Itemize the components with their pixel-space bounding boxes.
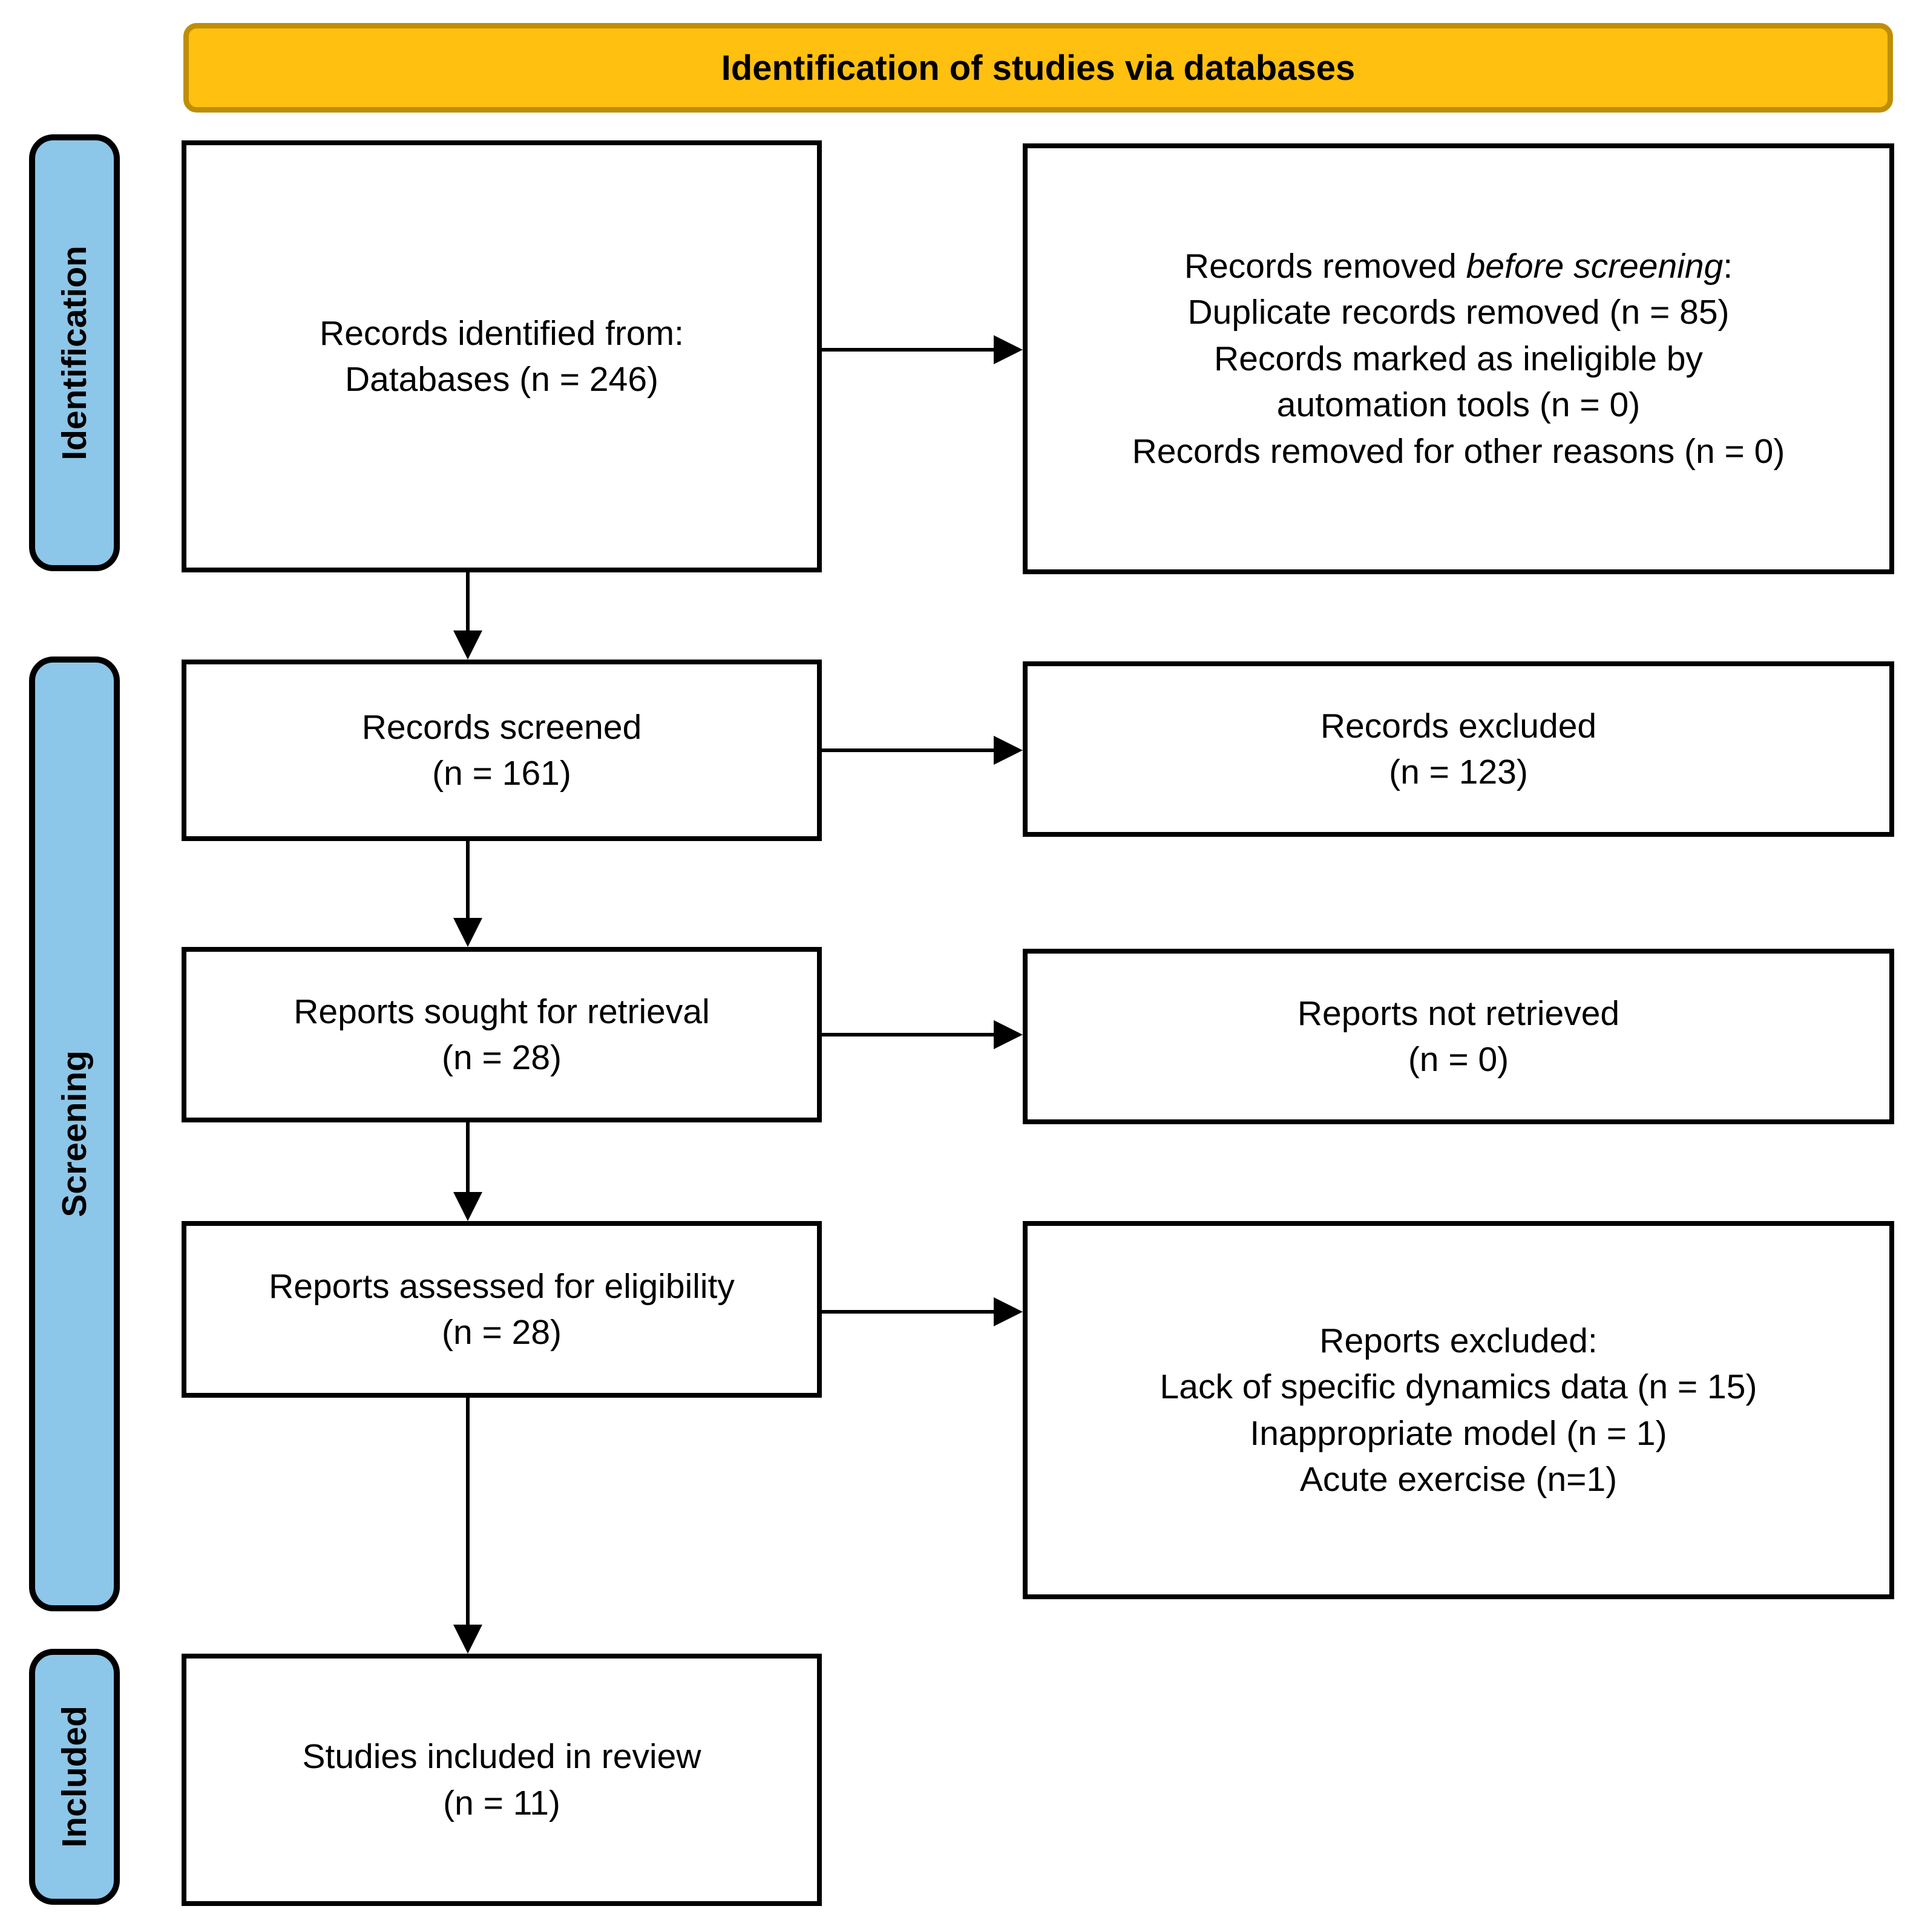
stage-bar-included: Included bbox=[29, 1649, 120, 1905]
box-line: Inappropriate model (n = 1) bbox=[1250, 1413, 1667, 1453]
arrow-line bbox=[466, 1122, 470, 1193]
arrow-line bbox=[822, 1310, 995, 1314]
box-line: Reports not retrieved bbox=[1297, 994, 1620, 1033]
box-line: Records removed before screening: bbox=[1184, 243, 1733, 289]
banner-label: Identification of studies via databases bbox=[721, 48, 1356, 88]
box-records-identified: Records identified from: Databases (n = … bbox=[182, 140, 822, 572]
arrow-head-right-icon bbox=[994, 1297, 1023, 1326]
box-line: (n = 28) bbox=[441, 1313, 562, 1352]
stage-bar-identification: Identification bbox=[29, 134, 120, 571]
box-line-italic-text: before screening bbox=[1466, 247, 1724, 286]
box-records-screened: Records screened (n = 161) bbox=[182, 660, 822, 841]
box-records-excluded: Records excluded (n = 123) bbox=[1023, 661, 1894, 837]
stage-label-screening: Screening bbox=[55, 1050, 94, 1217]
box-line: Duplicate records removed (n = 85) bbox=[1187, 293, 1730, 332]
arrow-line bbox=[466, 841, 470, 919]
arrow-head-right-icon bbox=[994, 736, 1023, 765]
stage-bar-screening: Screening bbox=[29, 657, 120, 1611]
box-line: Records marked as ineligible by bbox=[1214, 339, 1703, 378]
box-line: Databases (n = 246) bbox=[344, 360, 659, 399]
box-line: Lack of specific dynamics data (n = 15) bbox=[1160, 1367, 1757, 1407]
box-line: (n = 161) bbox=[432, 754, 571, 793]
arrow-head-right-icon bbox=[994, 1020, 1023, 1049]
box-line: Reports sought for retrieval bbox=[294, 992, 710, 1031]
box-line: Records excluded bbox=[1320, 706, 1597, 745]
arrow-head-down-icon bbox=[453, 918, 482, 947]
box-reports-excluded: Reports excluded: Lack of specific dynam… bbox=[1023, 1221, 1894, 1599]
banner-identification-of-studies: Identification of studies via databases bbox=[183, 23, 1893, 113]
box-line: Acute exercise (n=1) bbox=[1299, 1459, 1618, 1499]
stage-label-identification: Identification bbox=[55, 245, 94, 460]
arrow-line bbox=[822, 348, 995, 352]
box-line: Studies included in review bbox=[302, 1737, 701, 1776]
box-reports-sought: Reports sought for retrieval (n = 28) bbox=[182, 947, 822, 1122]
box-line-text: : bbox=[1723, 247, 1733, 286]
arrow-head-down-icon bbox=[453, 1192, 482, 1221]
arrow-line bbox=[822, 1033, 995, 1036]
stage-label-included: Included bbox=[55, 1706, 94, 1848]
arrow-head-down-icon bbox=[453, 1625, 482, 1654]
box-reports-assessed: Reports assessed for eligibility (n = 28… bbox=[182, 1221, 822, 1398]
box-line: Records screened bbox=[361, 707, 642, 747]
box-line: Records identified from: bbox=[320, 313, 684, 353]
box-line: Reports excluded: bbox=[1319, 1321, 1598, 1360]
box-line: automation tools (n = 0) bbox=[1276, 385, 1641, 425]
box-line: Records removed for other reasons (n = 0… bbox=[1132, 431, 1785, 471]
arrow-head-right-icon bbox=[994, 335, 1023, 364]
box-reports-not-retrieved: Reports not retrieved (n = 0) bbox=[1023, 949, 1894, 1124]
box-studies-included: Studies included in review (n = 11) bbox=[182, 1654, 822, 1906]
box-line: (n = 123) bbox=[1389, 753, 1528, 791]
arrow-line bbox=[822, 748, 995, 752]
box-line: (n = 0) bbox=[1408, 1040, 1509, 1079]
box-records-removed: Records removed before screening: Duplic… bbox=[1023, 143, 1894, 574]
box-line: Reports assessed for eligibility bbox=[269, 1266, 735, 1306]
arrow-line bbox=[466, 572, 470, 632]
arrow-line bbox=[466, 1398, 470, 1626]
arrow-head-down-icon bbox=[453, 630, 482, 660]
box-line: (n = 11) bbox=[443, 1783, 560, 1822]
box-line: (n = 28) bbox=[441, 1038, 562, 1077]
box-line-text: Records removed bbox=[1184, 247, 1466, 286]
